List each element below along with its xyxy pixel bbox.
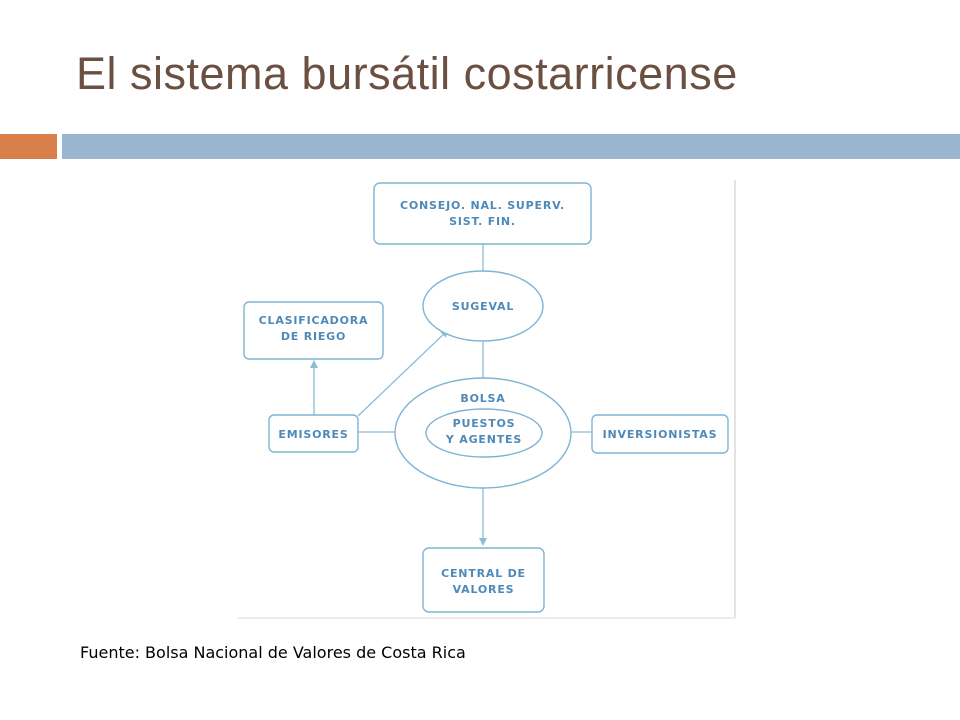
- node-consejo-line2: SIST. FIN.: [449, 215, 516, 228]
- node-inversionistas: INVERSIONISTAS: [591, 414, 729, 454]
- node-emisores-label: EMISORES: [278, 428, 348, 441]
- node-consejo-line1: CONSEJO. NAL. SUPERV.: [400, 199, 565, 212]
- node-inversionistas-label: INVERSIONISTAS: [603, 428, 718, 441]
- diagram-frame-bottom: [238, 617, 736, 619]
- diagram-svg: CONSEJO. NAL. SUPERV. SIST. FIN. SUGEVAL…: [243, 182, 729, 613]
- diagram-frame-right: [734, 180, 736, 618]
- node-clasificadora-line1: CLASIFICADORA: [259, 314, 369, 327]
- accent-bar-blue: [62, 134, 960, 159]
- node-central-line1: CENTRAL DE: [441, 567, 526, 580]
- source-caption: Fuente: Bolsa Nacional de Valores de Cos…: [80, 643, 466, 662]
- node-sugeval-label: SUGEVAL: [452, 300, 514, 313]
- edge-emisores-sugeval: [357, 329, 449, 417]
- node-sugeval: SUGEVAL: [422, 270, 544, 342]
- node-central: CENTRAL DE VALORES: [422, 547, 545, 613]
- node-clasificadora: CLASIFICADORA DE RIEGO: [243, 301, 384, 360]
- node-puestos-line1: PUESTOS: [453, 417, 516, 430]
- node-central-line2: VALORES: [453, 583, 515, 596]
- diagram: CONSEJO. NAL. SUPERV. SIST. FIN. SUGEVAL…: [238, 178, 736, 619]
- node-clasificadora-line2: DE RIEGO: [281, 330, 346, 343]
- node-puestos: PUESTOS Y AGENTES: [425, 408, 543, 458]
- accent-bar-orange: [0, 134, 57, 159]
- node-emisores: EMISORES: [268, 414, 359, 453]
- node-consejo: CONSEJO. NAL. SUPERV. SIST. FIN.: [373, 182, 592, 245]
- node-puestos-line2: Y AGENTES: [445, 433, 522, 446]
- node-bolsa-label: BOLSA: [460, 392, 505, 405]
- slide-title: El sistema bursátil costarricense: [76, 48, 738, 99]
